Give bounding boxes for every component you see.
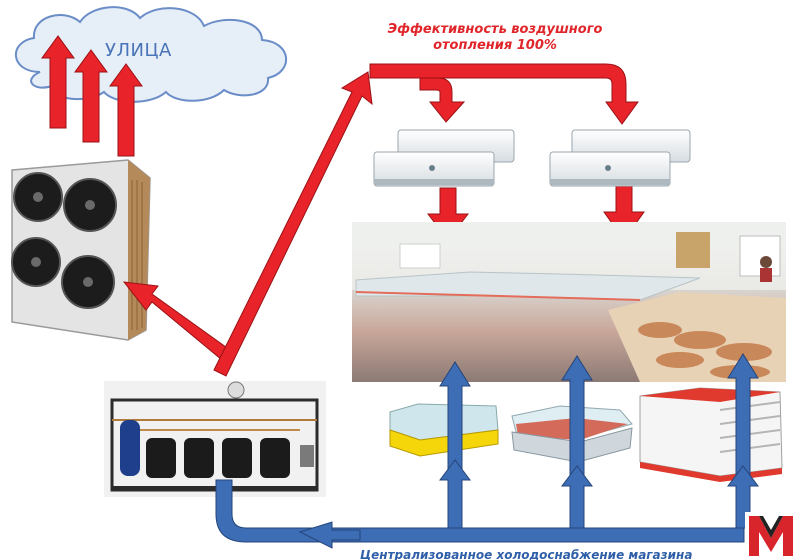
exhaust-arrows [41, 35, 143, 157]
street-label: УЛИЦА [105, 40, 172, 61]
brand-logo-m [745, 512, 797, 558]
efficiency-label-line-2: отопления 100% [433, 38, 557, 53]
efficiency-label: Эффективность воздушного отопления 100% [360, 22, 630, 54]
air-curtain-heater-icon [373, 129, 691, 187]
display-case-icon [389, 387, 783, 482]
footer-caption: Централизованное холодоснабжение магазин… [360, 548, 693, 560]
condenser-unit-icon [11, 159, 151, 341]
heat-recovery-arrows [122, 63, 645, 377]
cold-supply-arrows [215, 353, 759, 549]
store-interior-photo [352, 222, 786, 382]
efficiency-label-line-1: Эффективность воздушного [387, 22, 603, 37]
compressor-rack-icon [104, 381, 326, 497]
